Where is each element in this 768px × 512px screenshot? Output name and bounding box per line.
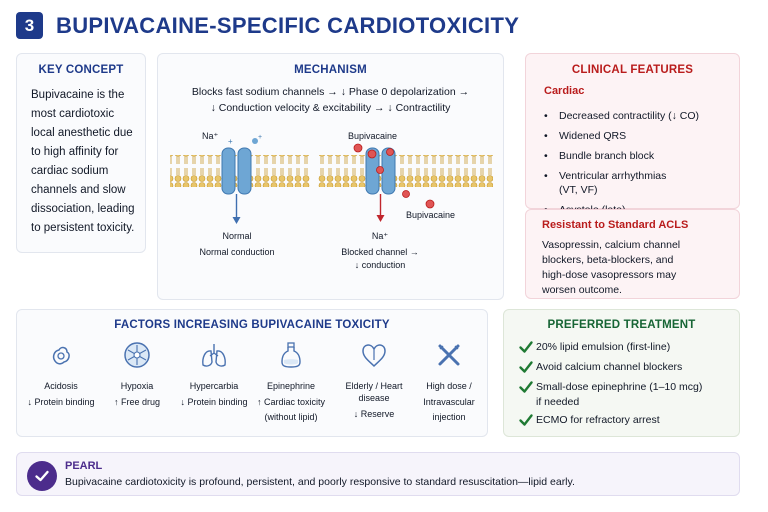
factor-elderly-heart-disease: Elderly / Heart disease ↓ Reserve xyxy=(329,340,419,422)
clinical-features-title: CLINICAL FEATURES xyxy=(571,64,694,76)
mechanism-card: MECHANISM Blocks fast sodium channels → … xyxy=(157,53,504,300)
blocked-channel-caption: Blocked channel → ↓ conduction xyxy=(341,247,419,270)
key-concept-text: Bupivacaine is the most cardiotoxic loca… xyxy=(31,89,135,234)
vial-icon xyxy=(281,342,301,368)
pearl-title: PEARL xyxy=(65,460,103,472)
normal-label: Normal xyxy=(222,231,252,241)
cell-icon xyxy=(124,342,150,368)
factor-acidosis: Acidosis ↓ Protein binding xyxy=(21,340,101,410)
resistant-acls-card: Resistant to Standard ACLS Vasopressin, … xyxy=(525,209,740,299)
factor-hypoxia: Hypoxia ↑ Free drug xyxy=(97,340,177,410)
list-item: Ventricular arrhythmias xyxy=(544,169,699,183)
check-icon xyxy=(519,361,533,373)
sodium-channel-blocked xyxy=(353,143,435,222)
factor-high-dose: High dose / Intravascular injection xyxy=(409,340,489,425)
check-icon xyxy=(519,414,533,426)
syringe-icon xyxy=(438,344,460,366)
membrane-diagram: + + xyxy=(170,134,493,224)
check-icon xyxy=(519,341,533,353)
factors-card: FACTORS INCREASING BUPIVACAINE TOXICITY … xyxy=(16,309,488,437)
na-label-normal: Na⁺ xyxy=(202,131,219,141)
list-item: Bundle branch block xyxy=(544,149,699,163)
sodium-channel-normal: + + xyxy=(221,134,262,224)
pearl-text: Bupivacaine cardiotoxicity is profound, … xyxy=(65,476,575,488)
treatment-item: 20% lipid emulsion (first-line) xyxy=(516,340,670,355)
resistant-title: Resistant to Standard ACLS xyxy=(542,219,689,231)
resistant-text: Vasopressin, calcium channel blockers, b… xyxy=(542,239,681,296)
svg-text:+: + xyxy=(228,137,233,146)
factor-hypercarbia: Hypercarbia ↓ Protein binding xyxy=(174,340,254,410)
mechanism-line-1: Blocks fast sodium channels → ↓ Phase 0 … xyxy=(191,86,470,98)
bupivacaine-label-side: Bupivacaine xyxy=(406,210,456,220)
pearl-card: PEARL Bupivacaine cardiotoxicity is prof… xyxy=(16,452,740,496)
membrane-right xyxy=(318,155,493,187)
acid-molecule-icon xyxy=(52,346,70,365)
key-concept-card: KEY CONCEPT Bupivacaine is the most card… xyxy=(16,53,146,253)
page-title: BUPIVACAINE-SPECIFIC CARDIOTOXICITY xyxy=(56,13,520,38)
clinical-features-card: CLINICAL FEATURES Cardiac Decreased cont… xyxy=(525,53,740,217)
bupivacaine-label-top: Bupivacaine xyxy=(348,131,398,141)
mechanism-line-2: ↓ Conduction velocity & excitability → ↓… xyxy=(210,102,451,114)
normal-conduction-caption: Normal conduction xyxy=(199,247,275,257)
list-item-continuation: (VT, VF) xyxy=(559,184,598,196)
check-circle-icon xyxy=(27,461,57,491)
check-icon xyxy=(519,381,533,393)
factors-title: FACTORS INCREASING BUPIVACAINE TOXICITY xyxy=(114,319,390,331)
treatment-title: PREFERRED TREATMENT xyxy=(547,319,696,331)
svg-text:+: + xyxy=(258,134,262,141)
heart-icon xyxy=(362,344,386,368)
treatment-item: ECMO for refractory arrest xyxy=(516,413,660,428)
list-item: Decreased contractility (↓ CO) xyxy=(544,109,699,123)
factor-epinephrine: Epinephrine ↑ Cardiac toxicity (without … xyxy=(251,340,331,425)
treatment-item: Avoid calcium channel blockers xyxy=(516,360,682,375)
clinical-features-list: Decreased contractility (↓ CO) Widened Q… xyxy=(544,109,699,223)
cardiac-subtitle: Cardiac xyxy=(544,85,585,97)
key-concept-title: KEY CONCEPT xyxy=(38,64,124,76)
list-item: Widened QRS xyxy=(544,129,699,143)
section-number-badge: 3 xyxy=(16,12,43,39)
treatment-item: Small-dose epinephrine (1–10 mcg) if nee… xyxy=(516,380,702,410)
mechanism-title: MECHANISM xyxy=(294,64,367,76)
treatment-card: PREFERRED TREATMENT 20% lipid emulsion (… xyxy=(503,309,740,437)
na-label-blocked: Na⁺ xyxy=(371,231,389,241)
lungs-icon xyxy=(202,344,226,367)
